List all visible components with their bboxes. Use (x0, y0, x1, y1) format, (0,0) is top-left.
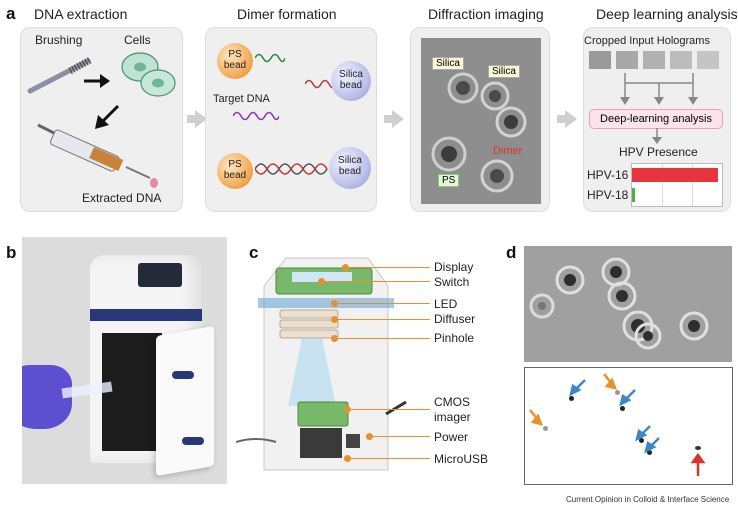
step-arrow-1 (187, 110, 207, 128)
device-slot (102, 333, 162, 451)
callout-dot-display (342, 264, 349, 271)
component-display: Display (434, 260, 474, 274)
silica-bead-top: Silica bead (331, 61, 371, 101)
detected-point-2 (620, 406, 625, 411)
figure-credit: Current Opinion in Colloid & Interface S… (566, 495, 730, 504)
dna-extraction-box: Brushing Cells Extracted DNA (20, 27, 183, 212)
device-photo (22, 237, 227, 484)
component-led: LED (434, 297, 458, 311)
cropped-holograms-label: Cropped Input Holograms (584, 35, 710, 47)
syringe-illustration (37, 123, 158, 188)
ps-bead-bottom: PS bead (217, 153, 253, 189)
detected-point-4 (543, 426, 548, 431)
callout-line-microusb (350, 458, 430, 459)
step-title-diffraction-imaging: Diffraction imaging (428, 6, 544, 22)
callout-dot-cmos (344, 406, 351, 413)
flow-arrow-down-left (95, 104, 120, 129)
dna-strand-green (255, 53, 285, 63)
callout-line-display (348, 267, 430, 268)
extracted-dna-label: Extracted DNA (82, 191, 162, 205)
callout-dot-power (366, 433, 373, 440)
dna-strand-red (305, 79, 333, 89)
device-door (156, 325, 214, 477)
step-title-dna-extraction: DNA extraction (34, 6, 128, 22)
detected-point-1 (569, 396, 574, 401)
detected-point-5 (639, 438, 644, 443)
component-imager: imager (434, 410, 471, 424)
callout-line-diffuser (337, 319, 430, 320)
step-title-dimer-formation: Dimer formation (237, 6, 337, 22)
merge-arrows (620, 73, 698, 105)
device-band (90, 309, 202, 321)
callout-line-switch (324, 281, 430, 282)
callout-line-led (337, 303, 430, 304)
callout-line-power (372, 436, 430, 437)
cells-illustration (121, 52, 176, 97)
thumb-5 (697, 51, 719, 69)
panel-label-a: a (6, 4, 16, 23)
callout-dot-diffuser (331, 316, 338, 323)
dimer-tag: Dimer (493, 145, 523, 157)
panel-label-c: c (249, 243, 259, 262)
component-switch: Switch (434, 275, 470, 289)
hpv18-label: HPV-18 (587, 188, 629, 202)
detected-point-7 (695, 446, 701, 450)
brush-illustration (27, 56, 92, 94)
callout-line-cmos (350, 409, 430, 410)
hpv-presence-label: HPV Presence (619, 145, 698, 159)
target-dna-label: Target DNA (213, 93, 270, 105)
thumb-1 (589, 51, 611, 69)
hpv-bar-chart (631, 163, 723, 207)
component-power: Power (434, 430, 469, 444)
ps-bead-top: PS bead (217, 43, 253, 79)
marker-arrows (529, 373, 706, 476)
callout-line-pinhole (337, 338, 430, 339)
hpv16-label: HPV-16 (587, 168, 629, 182)
silica-bead-bottom: Silica bead (329, 147, 371, 189)
dna-strand-purple (233, 111, 279, 121)
thumb-4 (670, 51, 692, 69)
step-arrow-2 (384, 110, 404, 128)
panel-label-d: d (506, 243, 517, 262)
deep-learning-box: Cropped Input Holograms Deep-learning an… (583, 27, 731, 212)
detected-point-3 (615, 390, 620, 395)
detected-point-6 (647, 450, 652, 455)
callout-dot-pinhole (331, 335, 338, 342)
grid-line-1 (662, 164, 663, 206)
thumb-3 (643, 51, 665, 69)
hologram-image-d (524, 246, 732, 362)
silica-tag-1: Silica (432, 57, 464, 70)
hpv18-bar (632, 188, 635, 202)
component-pinhole: Pinhole (434, 331, 475, 345)
callout-dot-microusb (344, 455, 351, 462)
brushing-label: Brushing (35, 33, 83, 47)
hpv16-bar (632, 168, 718, 182)
door-latch-bottom (182, 437, 204, 445)
deep-learning-analysis-box: Deep-learning analysis (589, 109, 723, 129)
component-microusb: MicroUSB (434, 452, 489, 466)
silica-tag-2: Silica (488, 65, 520, 78)
grid-line-2 (692, 164, 693, 206)
cells-label: Cells (124, 33, 151, 47)
ps-tag: PS (438, 174, 460, 187)
detection-map (524, 367, 733, 485)
callout-dot-led (331, 300, 338, 307)
step-title-deep-learning: Deep learning analysis (596, 6, 738, 22)
door-latch-top (172, 371, 194, 379)
step-arrow-3 (557, 110, 577, 128)
thumb-2 (616, 51, 638, 69)
component-cmos: CMOS (434, 395, 470, 409)
down-arrow-presence (652, 128, 662, 144)
device-cutaway-diagram (236, 257, 407, 471)
panel-label-b: b (6, 243, 17, 262)
callout-dot-switch (318, 278, 325, 285)
component-diffuser: Diffuser (434, 312, 476, 326)
dna-double-helix (255, 163, 328, 175)
dimer-formation-box: PS bead Silica bead Target DNA PS bead S… (205, 27, 377, 212)
device-screen (138, 263, 182, 287)
flow-arrow-right (84, 74, 110, 88)
